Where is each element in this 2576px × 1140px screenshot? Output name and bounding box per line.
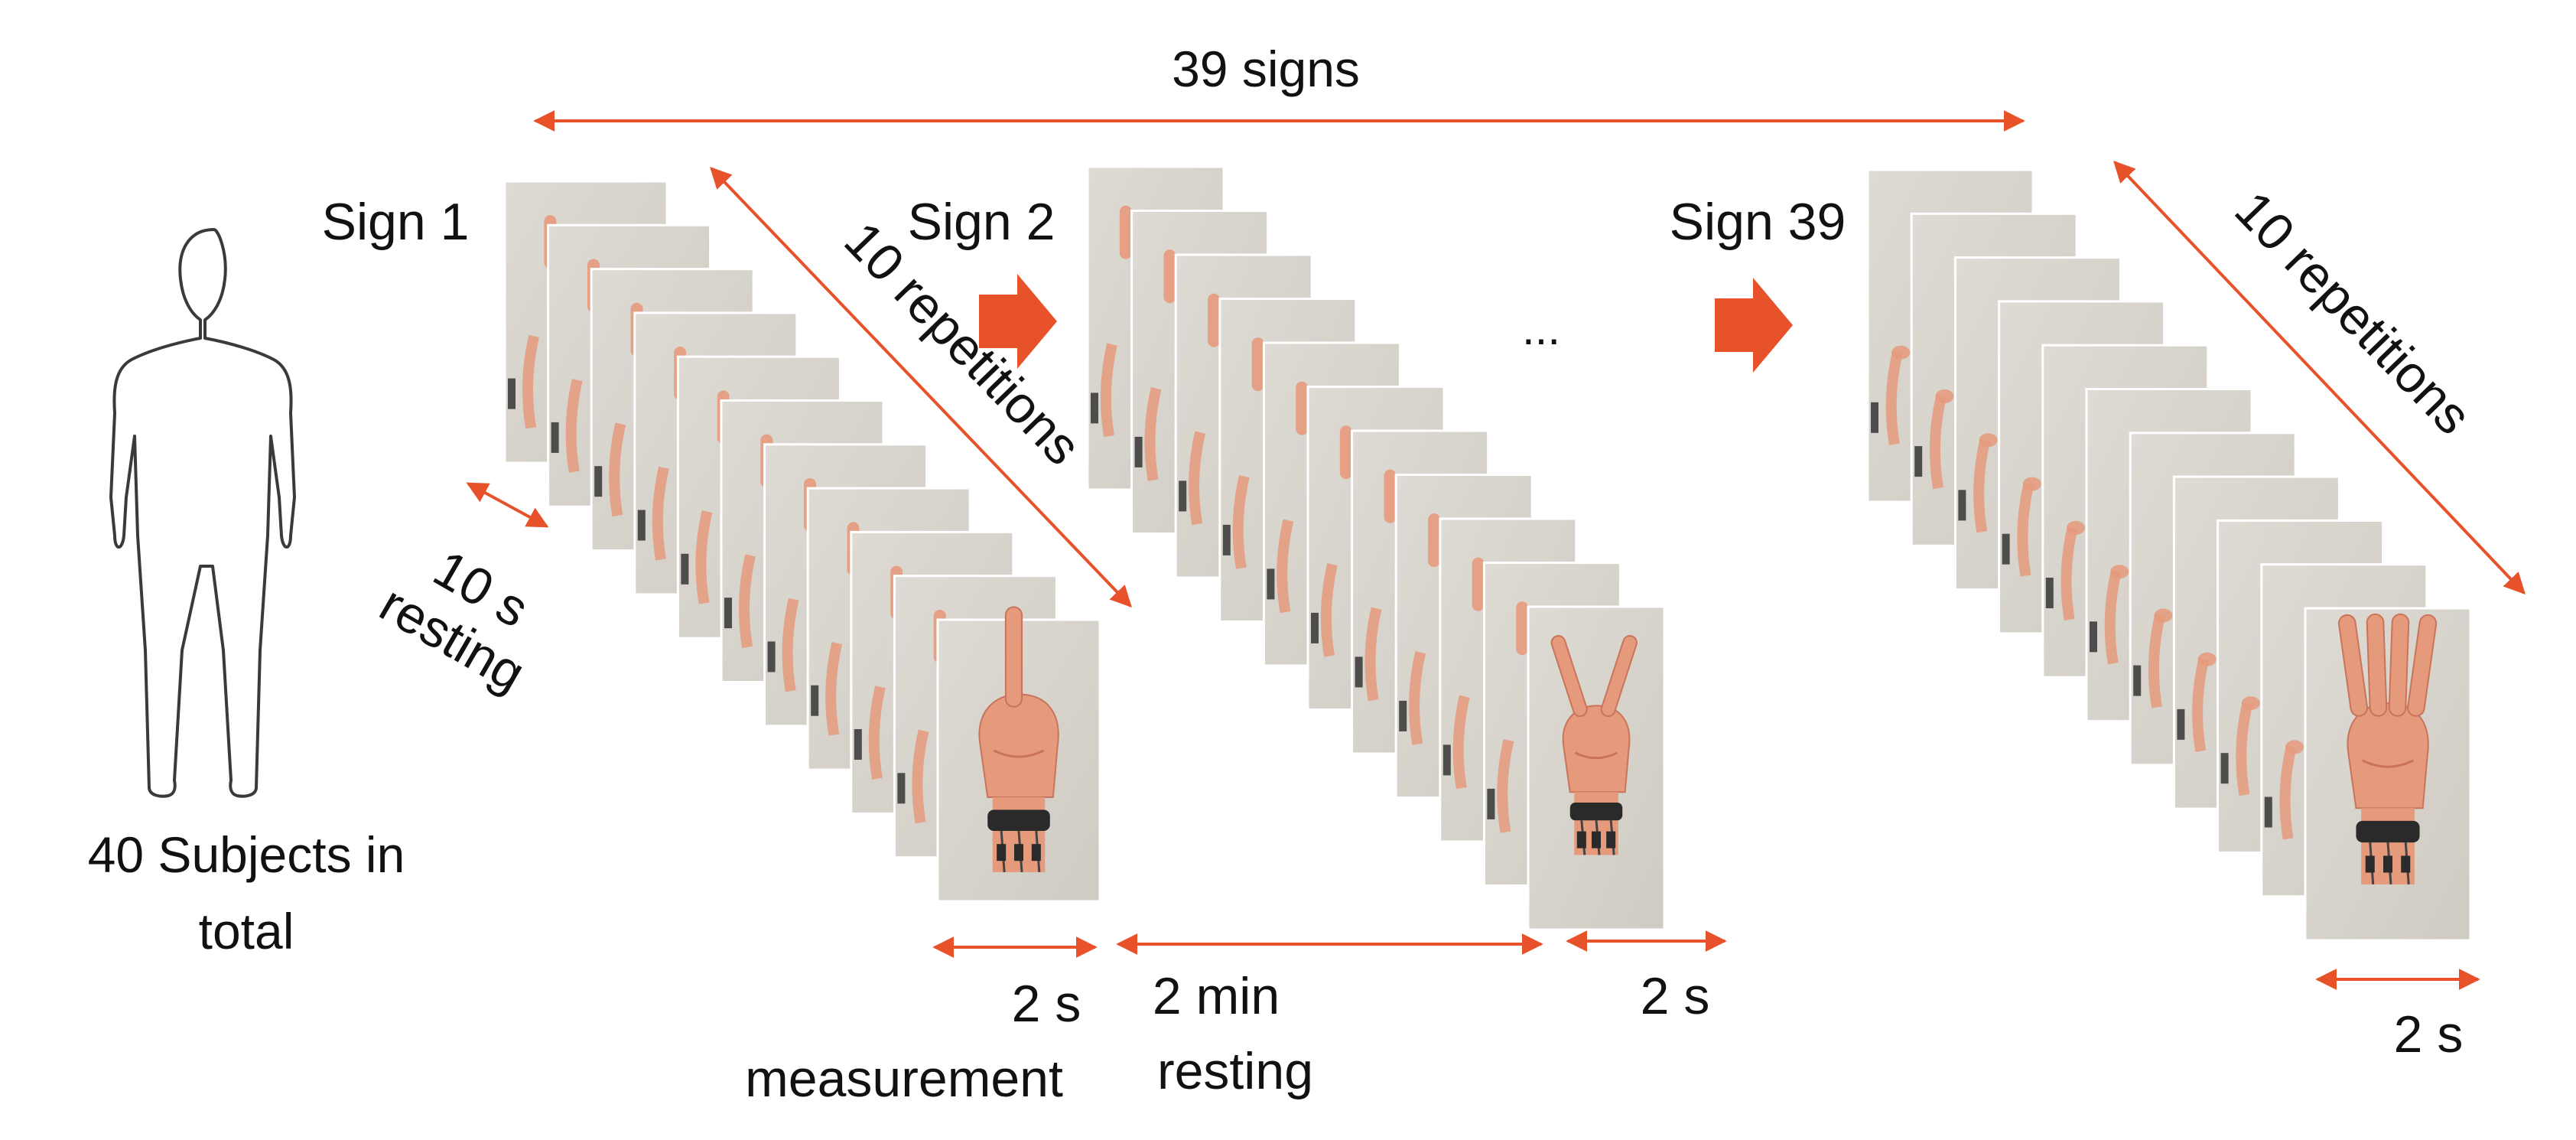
transition-arrow-2 [1715, 278, 1793, 373]
subjects-label-line-2: total [199, 903, 294, 959]
sign-1-photo-stack [503, 180, 1101, 903]
photo-frame [936, 606, 1101, 903]
arrows [466, 110, 2526, 990]
subjects-label-line-1: 40 Subjects in [88, 826, 405, 883]
transition-arrow-1 [979, 274, 1057, 369]
person-icon [109, 228, 296, 798]
measurement-duration-label: 2 s [1012, 975, 1081, 1033]
sign-1-label: Sign 1 [322, 193, 470, 251]
repetitions-label-sign-39: 10 repetitions [2223, 181, 2482, 445]
sign-39-label: Sign 39 [1670, 193, 1846, 251]
total-signs-label: 39 signs [1172, 41, 1360, 97]
rest-short-arrow [466, 482, 549, 528]
repetitions-arrow-sign-1 [710, 166, 1132, 608]
sign-39-duration-label: 2 s [2394, 1005, 2464, 1063]
sign-2-label: Sign 2 [908, 193, 1055, 251]
measurement-label: measurement [745, 1050, 1063, 1108]
photo-frame [2304, 607, 2472, 942]
repetitions-arrow-sign-39 [2113, 160, 2526, 595]
photo-frame [1527, 605, 1666, 931]
rest-short-label: 10 s resting [370, 539, 538, 703]
ellipsis-label: ... [1522, 303, 1560, 354]
rest-long-label: resting [1157, 1042, 1313, 1100]
sign-2-duration-label: 2 s [1641, 967, 1710, 1025]
rest-long-duration-label: 2 min [1153, 967, 1280, 1025]
sign-2-photo-stack [1086, 165, 1666, 931]
sign-39-photo-stack [1866, 168, 2472, 942]
